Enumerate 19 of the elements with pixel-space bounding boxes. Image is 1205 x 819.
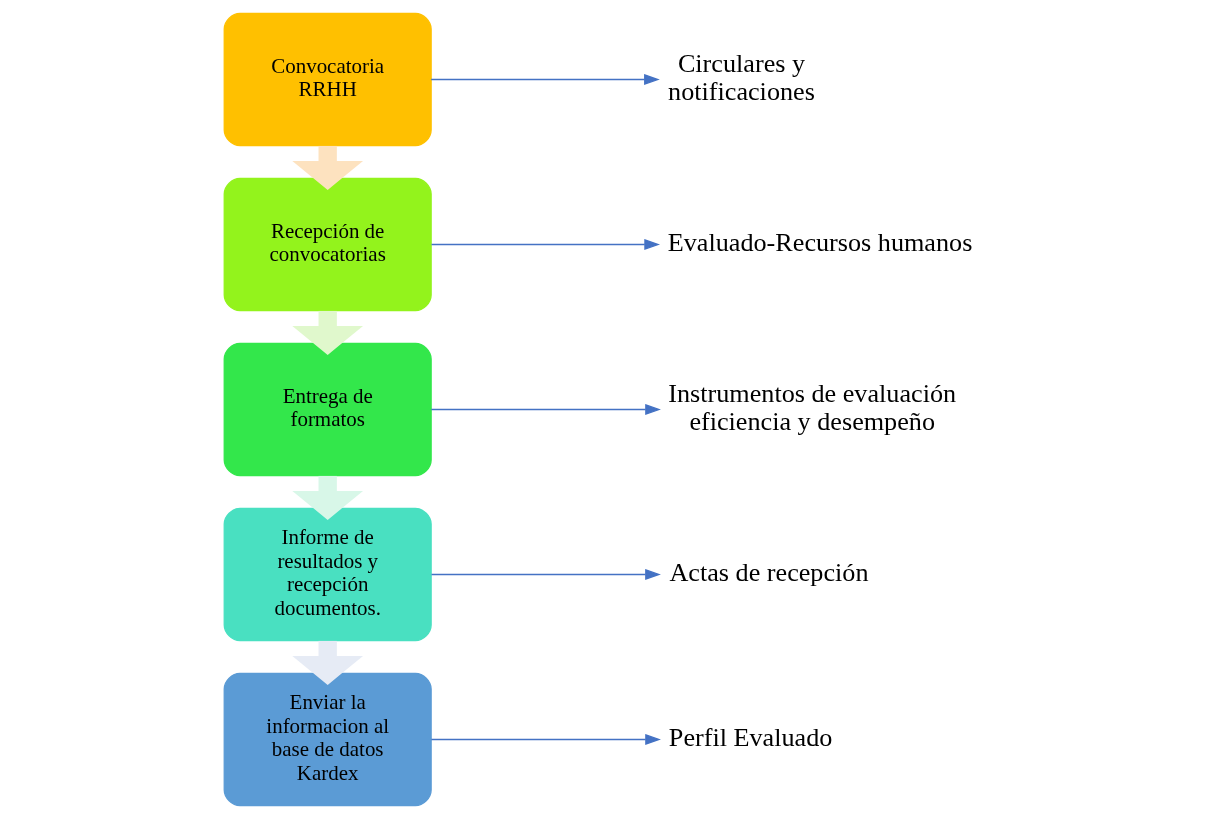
arrow bbox=[429, 74, 660, 86]
arrow bbox=[291, 310, 363, 355]
node-box: Enviar la informacion al base de datos Kardex bbox=[223, 672, 432, 807]
arrow bbox=[430, 569, 661, 580]
arrow bbox=[291, 475, 363, 520]
node-text: Actas de recepción bbox=[668, 558, 869, 588]
node-box: Recepción de convocatorias bbox=[223, 177, 432, 312]
arrow bbox=[291, 145, 363, 190]
arrow bbox=[291, 640, 363, 685]
node-box: Convocatoria RRHH bbox=[223, 12, 432, 147]
node-text: Perfil Evaluado bbox=[668, 723, 832, 753]
arrow bbox=[430, 733, 661, 745]
node-box: Entrega de formatos bbox=[223, 342, 432, 477]
node-text: Circulares y notificaciones bbox=[667, 48, 815, 107]
arrow bbox=[430, 404, 661, 415]
arrow bbox=[430, 239, 660, 250]
node-text: Instrumentos de evaluación eficiencia y desempeño bbox=[667, 378, 956, 437]
node-box: Informe de resultados y recepción documentos. bbox=[223, 507, 432, 642]
node-text: Evaluado-Recursos humanos bbox=[667, 228, 972, 258]
